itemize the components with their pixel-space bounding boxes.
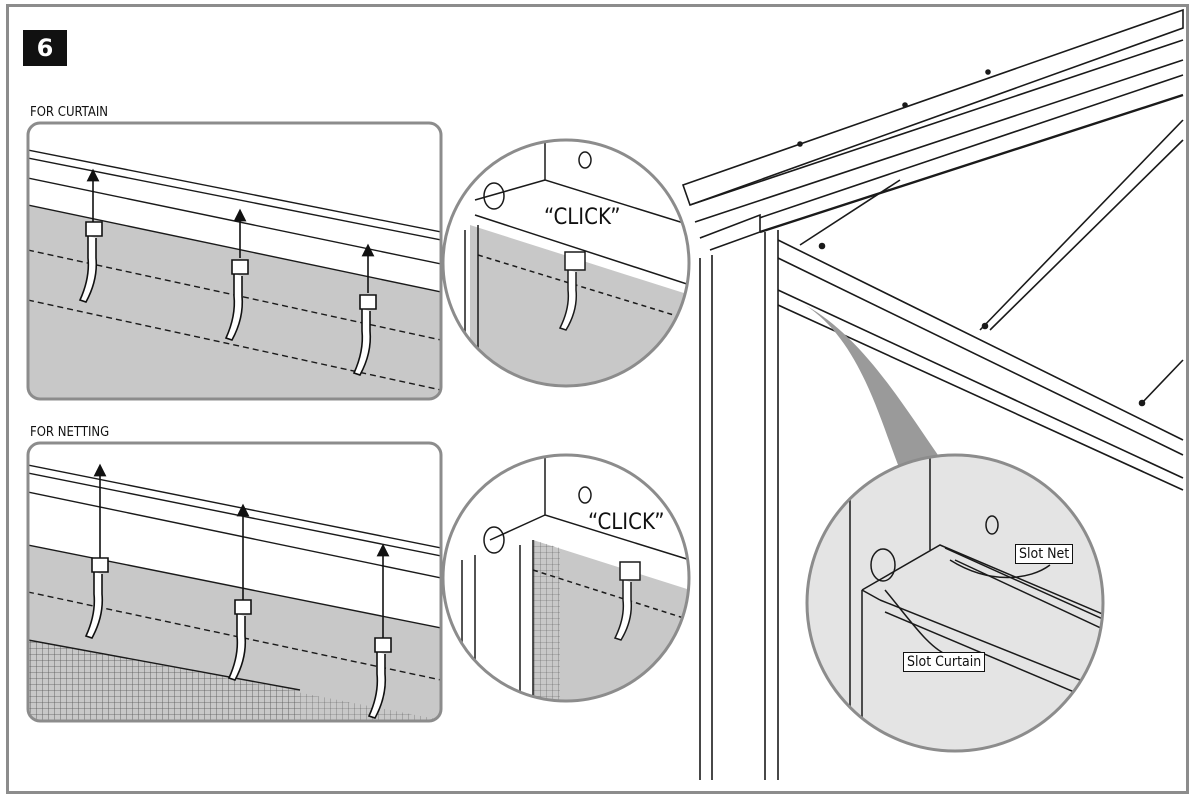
slot-curtain-callout: Slot Curtain	[903, 652, 986, 672]
curtain-panel	[26, 121, 443, 401]
slot-detail	[805, 453, 1105, 753]
netting-panel	[26, 441, 443, 723]
curtain-click-text: “CLICK”	[544, 205, 621, 230]
for-curtain-label: FOR CURTAIN	[30, 105, 109, 120]
gazebo-frame	[681, 8, 1184, 780]
netting-click-text: “CLICK”	[588, 510, 665, 535]
for-netting-label: FOR NETTING	[30, 425, 110, 440]
slot-net-callout: Slot Net	[1015, 544, 1074, 564]
netting-click-detail	[441, 453, 691, 703]
detail-pointer	[805, 305, 940, 470]
curtain-click-detail	[441, 138, 691, 388]
step-number-badge: 6	[23, 30, 67, 66]
